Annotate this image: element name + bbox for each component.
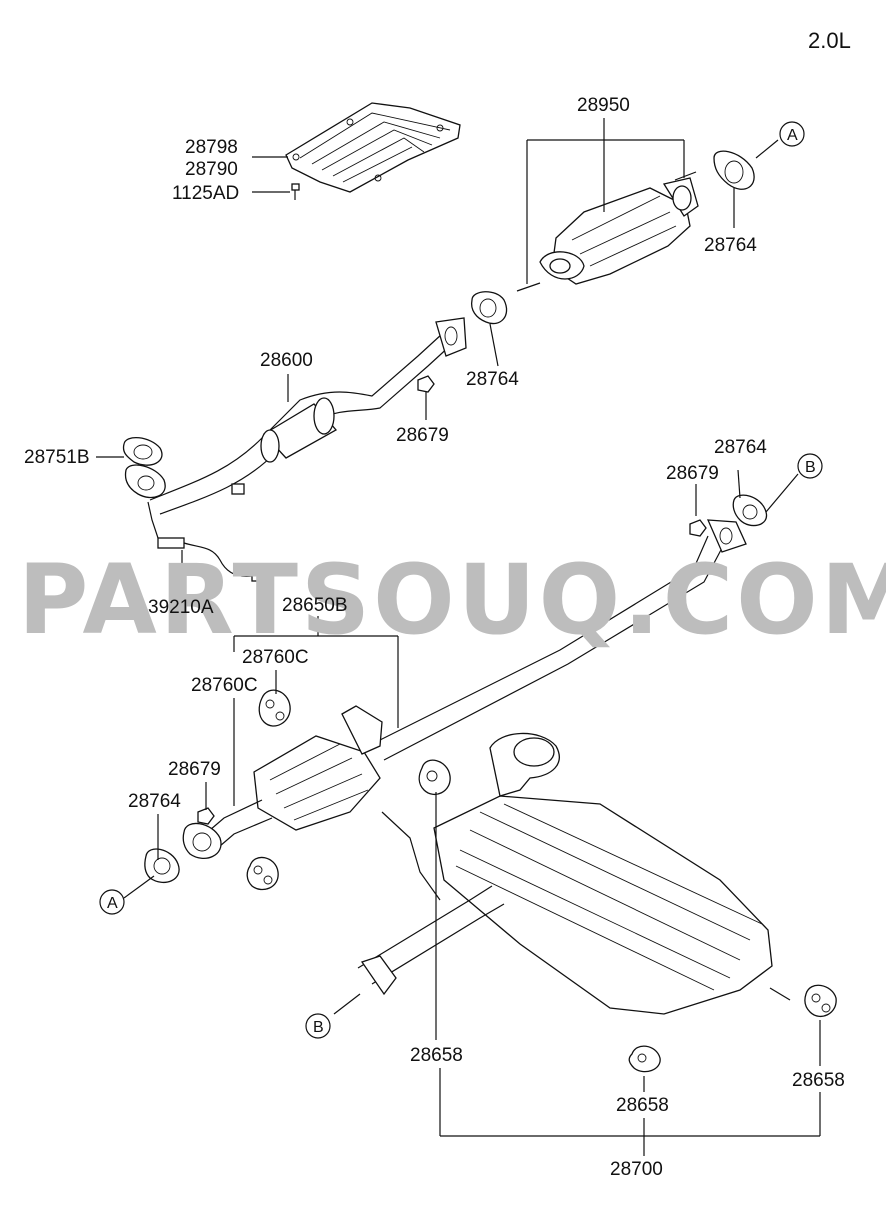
part-label-gasket-center-front: 28764 xyxy=(128,791,181,812)
part-label-nut-front-pipe: 28679 xyxy=(396,425,449,446)
part-label-gasket-center-pipe: 28764 xyxy=(714,437,767,458)
part-label-gasket-cat-lower: 28764 xyxy=(466,369,519,390)
ref-marker-a-top: A xyxy=(779,121,805,147)
center-pipe-shape xyxy=(182,519,747,859)
svg-text:A: A xyxy=(787,127,798,144)
part-label-gasket-manifold: 28751B xyxy=(24,447,90,468)
nut-front-pipe-shape xyxy=(417,375,435,393)
ref-marker-b-bottom: B xyxy=(305,1013,331,1039)
part-label-hanger-main-right: 28658 xyxy=(792,1070,845,1091)
gasket-cat-upper-shape xyxy=(713,150,755,190)
part-label-nut-center-front: 28679 xyxy=(168,759,221,780)
nut-center-pipe-shape xyxy=(689,519,707,537)
catalytic-converter-shape xyxy=(516,171,699,292)
part-label-catalytic-converter: 28950 xyxy=(577,95,630,116)
hanger-main-right-shape xyxy=(804,984,837,1017)
hanger-main-mid-shape xyxy=(628,1045,661,1073)
part-label-oxygen-sensor: 39210A xyxy=(148,597,214,618)
ref-marker-a-bottom: A xyxy=(99,889,125,915)
gasket-center-pipe-shape xyxy=(732,494,768,527)
part-label-center-muffler: 28650B xyxy=(282,595,348,616)
engine-variant-label: 2.0L xyxy=(808,28,851,53)
ref-marker-b-top: B xyxy=(797,453,823,479)
svg-text:A: A xyxy=(107,895,118,912)
hanger-center-upper-shape xyxy=(258,689,291,727)
hanger-main-left-shape xyxy=(418,759,451,795)
nut-center-front-shape xyxy=(197,807,215,825)
part-label-hanger-center-lower: 28760C xyxy=(191,675,258,696)
part-label-hanger-main-left: 28658 xyxy=(410,1045,463,1066)
gasket-cat-lower-shape xyxy=(470,291,508,325)
part-label-bolt: 1125AD xyxy=(172,183,240,204)
svg-text:B: B xyxy=(805,459,816,476)
part-label-gasket-cat-upper: 28764 xyxy=(704,235,757,256)
gasket-center-front-shape xyxy=(144,848,180,883)
part-label-nut-center-pipe: 28679 xyxy=(666,463,719,484)
leader-lines xyxy=(96,118,821,1156)
hanger-center-lower-shape xyxy=(246,856,279,891)
main-muffler-shape xyxy=(357,732,791,1015)
gasket-manifold-shape xyxy=(122,437,163,466)
svg-text:B: B xyxy=(313,1019,324,1036)
oxygen-sensor-shape xyxy=(147,501,263,582)
bolt-shape xyxy=(291,183,300,200)
part-label-heat-protector-1: 28798 xyxy=(185,137,238,158)
part-label-hanger-main-mid: 28658 xyxy=(616,1095,669,1116)
part-label-hanger-center-upper: 28760C xyxy=(242,647,309,668)
heat-protector-shape xyxy=(285,102,461,193)
front-pipe-shape xyxy=(124,317,467,515)
part-label-heat-protector-2: 28790 xyxy=(185,159,238,180)
watermark: PARTSOUQ.COM xyxy=(18,544,886,656)
part-label-main-muffler: 28700 xyxy=(610,1159,663,1180)
part-label-front-pipe: 28600 xyxy=(260,350,313,371)
